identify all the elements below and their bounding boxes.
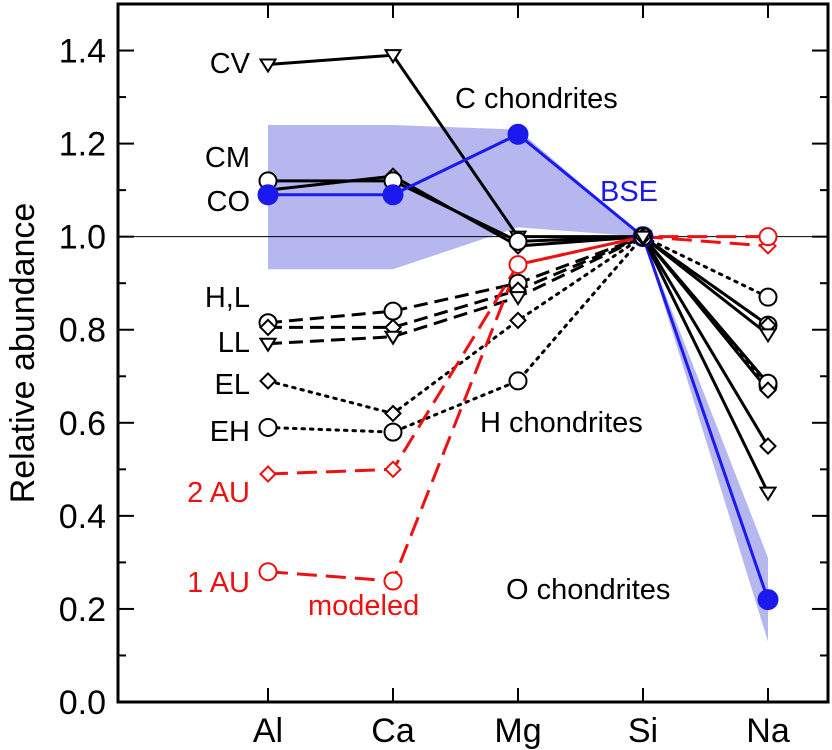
y-tick-label: 1.2 — [59, 126, 106, 164]
band-1 — [643, 236, 768, 642]
series-line-8 — [266, 235, 645, 434]
series-line-14 — [642, 235, 769, 336]
series-line-19 — [641, 236, 770, 494]
y-tick-label: 1.0 — [59, 219, 106, 257]
marker-s0-Al — [258, 58, 278, 74]
plot-frame — [116, 2, 830, 704]
x-tick-label-Mg: Mg — [494, 712, 541, 750]
marker-s3-Al — [257, 184, 279, 206]
annotation-2-au: 2 AU — [187, 477, 250, 509]
series-line-4 — [267, 235, 644, 325]
marker-s8-Mg — [508, 371, 528, 391]
marker-s7-Mg — [509, 311, 527, 330]
annotation-modeled: modeled — [308, 590, 419, 622]
marker-s10-Ca — [383, 571, 403, 591]
x-tick-label-Ca: Ca — [371, 712, 415, 750]
series-line-11 — [641, 235, 770, 299]
y-tick-label: 0.0 — [59, 684, 106, 722]
annotation-eh: EH — [210, 416, 250, 448]
annotation-o-chondrites: O chondrites — [506, 574, 670, 606]
annotation-h-chondrites: H chondrites — [480, 407, 643, 439]
y-tick-label: 0.4 — [59, 498, 106, 536]
marker-s7-Ca — [384, 404, 402, 423]
x-tick-label-Si: Si — [628, 712, 658, 750]
annotation-c-chondrites: C chondrites — [455, 83, 618, 115]
annotation-el: EL — [215, 369, 250, 401]
annotation-cv: CV — [210, 48, 251, 80]
marker-s7-Al — [259, 372, 277, 390]
marker-s9-Ca — [384, 460, 402, 479]
series-line-0 — [267, 53, 643, 239]
marker-s0-Ca — [383, 49, 403, 65]
marker-s3-Na — [757, 589, 779, 611]
annotation-ll: LL — [218, 327, 250, 359]
marker-s3-Mg — [507, 123, 529, 145]
marker-s6-Al — [258, 337, 278, 353]
marker-s18-Na — [759, 437, 777, 455]
series-lines — [266, 53, 770, 601]
marker-s10-Al — [258, 562, 278, 582]
x-tick-label-Na: Na — [746, 712, 790, 750]
marker-s10-Mg — [508, 255, 528, 275]
marker-s4-Ca — [383, 301, 403, 321]
series-line-5 — [268, 235, 644, 329]
annotation-h-l: H,L — [205, 282, 250, 314]
x-tick-label-Al: Al — [253, 712, 283, 750]
marker-s19-Si — [633, 230, 653, 246]
marker-s19-Na — [758, 486, 778, 502]
marker-s2-Mg — [508, 231, 528, 251]
series-line-2 — [268, 179, 644, 243]
y-axis-ticks: 0.0 0.2 0.4 0.6 0.8 1.0 1.2 1.4 — [59, 3, 828, 722]
y-tick-label: 0.8 — [59, 312, 106, 350]
y-tick-label: 0.2 — [59, 591, 106, 629]
marker-s6-Ca — [383, 330, 403, 346]
series-line-18 — [641, 235, 770, 447]
marker-s11-Na — [758, 287, 778, 307]
annotation-1-au: 1 AU — [187, 567, 250, 599]
y-tick-label: 0.6 — [59, 405, 106, 443]
annotation-bse: BSE — [600, 176, 658, 208]
marker-s10-Na — [758, 227, 778, 247]
series-line-6 — [267, 235, 644, 346]
marker-s8-Ca — [383, 422, 403, 442]
x-axis-ticks: Al Ca Mg Si Na — [253, 4, 790, 750]
marker-s14-Na — [758, 328, 778, 344]
annotation-co: CO — [207, 186, 251, 218]
marker-s6-Mg — [508, 291, 528, 307]
series-markers — [257, 49, 779, 611]
marker-s17-Na — [759, 381, 777, 400]
annotation-cm: CM — [205, 142, 250, 174]
marker-s8-Al — [258, 417, 278, 437]
marker-s9-Al — [259, 465, 277, 483]
marker-s3-Ca — [382, 184, 404, 206]
y-axis-label: Relative abundance — [4, 203, 42, 504]
marker-s5-Al — [259, 318, 277, 337]
y-tick-label: 1.4 — [59, 33, 106, 71]
series-line-17 — [641, 235, 770, 392]
